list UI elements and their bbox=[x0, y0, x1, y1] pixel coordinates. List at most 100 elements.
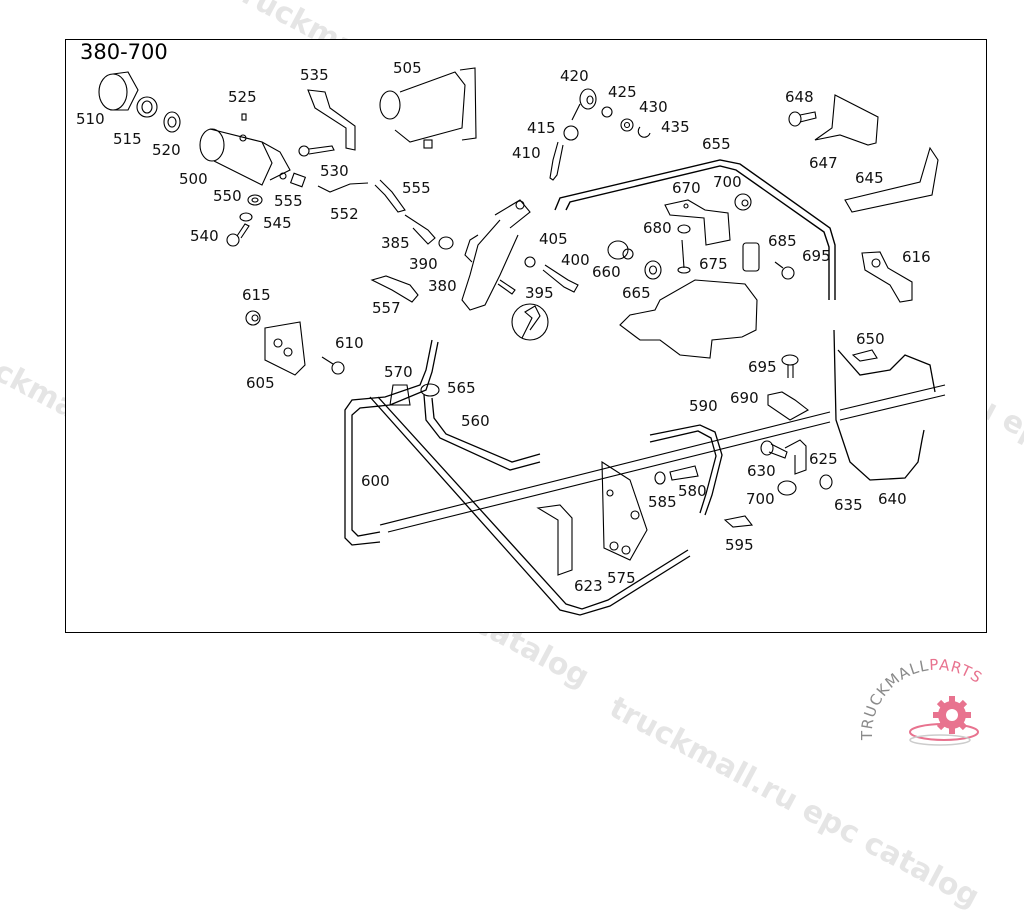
callout-405[interactable]: 405 bbox=[539, 230, 568, 248]
callout-616[interactable]: 616 bbox=[902, 248, 931, 266]
callout-648[interactable]: 648 bbox=[785, 88, 814, 106]
callout-390[interactable]: 390 bbox=[409, 255, 438, 273]
callout-685[interactable]: 685 bbox=[768, 232, 797, 250]
part-655-pipe bbox=[554, 159, 836, 300]
part-425-washer bbox=[601, 106, 613, 118]
callout-525[interactable]: 525 bbox=[228, 88, 257, 106]
part-665-seal bbox=[644, 260, 662, 280]
part-535-bracket bbox=[307, 89, 356, 151]
part-400-bolt bbox=[542, 264, 579, 293]
callout-545[interactable]: 545 bbox=[263, 214, 292, 232]
callout-585[interactable]: 585 bbox=[648, 493, 677, 511]
callout-600[interactable]: 600 bbox=[361, 472, 390, 490]
callout-552[interactable]: 552 bbox=[330, 205, 359, 223]
part-690-clip bbox=[767, 391, 809, 421]
callout-435[interactable]: 435 bbox=[661, 118, 690, 136]
callout-515[interactable]: 515 bbox=[113, 130, 142, 148]
callout-555-right[interactable]: 555 bbox=[402, 179, 431, 197]
callout-570[interactable]: 570 bbox=[384, 363, 413, 381]
part-420-banjo bbox=[571, 88, 597, 121]
part-670-bracket bbox=[664, 199, 731, 246]
callout-430[interactable]: 430 bbox=[639, 98, 668, 116]
callout-647[interactable]: 647 bbox=[809, 154, 838, 172]
callout-605[interactable]: 605 bbox=[246, 374, 275, 392]
callout-535[interactable]: 535 bbox=[300, 66, 329, 84]
diagram-id: 380-700 bbox=[80, 40, 168, 64]
callout-420[interactable]: 420 bbox=[560, 67, 589, 85]
callout-625[interactable]: 625 bbox=[809, 450, 838, 468]
svg-text:TRUCKMALLPARTS: TRUCKMALLPARTS bbox=[858, 656, 986, 741]
part-430-washer bbox=[620, 118, 634, 132]
part-515-seal bbox=[136, 96, 158, 118]
callout-695-upper[interactable]: 695 bbox=[802, 247, 831, 265]
callout-630[interactable]: 630 bbox=[747, 462, 776, 480]
callout-665[interactable]: 665 bbox=[622, 284, 651, 302]
callout-530[interactable]: 530 bbox=[320, 162, 349, 180]
callout-695-lower[interactable]: 695 bbox=[748, 358, 777, 376]
callout-505[interactable]: 505 bbox=[393, 59, 422, 77]
logo-text: TRUCKMALLPARTS bbox=[858, 656, 985, 741]
callout-690[interactable]: 690 bbox=[730, 389, 759, 407]
callout-550[interactable]: 550 bbox=[213, 187, 242, 205]
part-500-cylinder bbox=[199, 128, 291, 186]
frame-rail bbox=[379, 411, 831, 533]
callout-700-upper[interactable]: 700 bbox=[713, 173, 742, 191]
callout-415[interactable]: 415 bbox=[527, 119, 556, 137]
callout-565[interactable]: 565 bbox=[447, 379, 476, 397]
parts-drawing bbox=[98, 67, 946, 616]
callout-595[interactable]: 595 bbox=[725, 536, 754, 554]
callout-560[interactable]: 560 bbox=[461, 412, 490, 430]
callout-680[interactable]: 680 bbox=[643, 219, 672, 237]
callout-410[interactable]: 410 bbox=[512, 144, 541, 162]
callout-590[interactable]: 590 bbox=[689, 397, 718, 415]
callout-425[interactable]: 425 bbox=[608, 83, 637, 101]
callout-580[interactable]: 580 bbox=[678, 482, 707, 500]
callout-650[interactable]: 650 bbox=[856, 330, 885, 348]
callout-555-left[interactable]: 555 bbox=[274, 192, 303, 210]
part-560-pipe bbox=[423, 394, 541, 471]
callout-540[interactable]: 540 bbox=[190, 227, 219, 245]
part-530-screw bbox=[298, 145, 335, 157]
part-610-screw bbox=[321, 356, 345, 375]
part-555-coupling bbox=[279, 172, 307, 188]
part-557-bleeder bbox=[370, 275, 419, 303]
callout-615[interactable]: 615 bbox=[242, 286, 271, 304]
callout-557[interactable]: 557 bbox=[372, 299, 401, 317]
callout-510[interactable]: 510 bbox=[76, 110, 105, 128]
part-415-nut bbox=[563, 125, 579, 141]
part-510-boot bbox=[98, 71, 139, 111]
part-380-slave-cylinder bbox=[461, 199, 531, 311]
callout-395[interactable]: 395 bbox=[525, 284, 554, 302]
part-585-washer bbox=[654, 471, 666, 485]
callout-675[interactable]: 675 bbox=[699, 255, 728, 273]
part-640-pipe-end bbox=[837, 349, 936, 393]
part-590-hose bbox=[649, 424, 723, 516]
part-685-clip bbox=[742, 242, 760, 272]
callout-645[interactable]: 645 bbox=[855, 169, 884, 187]
callout-640[interactable]: 640 bbox=[878, 490, 907, 508]
callout-500[interactable]: 500 bbox=[179, 170, 208, 188]
callout-635[interactable]: 635 bbox=[834, 496, 863, 514]
part-630-bolt bbox=[760, 440, 788, 459]
callout-623[interactable]: 623 bbox=[574, 577, 603, 595]
part-615-nut bbox=[245, 310, 261, 326]
part-695-screw-lower bbox=[781, 354, 799, 378]
part-552-pipe bbox=[317, 182, 369, 193]
part-700-nut-lower bbox=[777, 480, 797, 496]
part-505-reservoir bbox=[379, 67, 477, 149]
callout-610[interactable]: 610 bbox=[335, 334, 364, 352]
part-675-screw bbox=[677, 239, 691, 274]
callout-660[interactable]: 660 bbox=[592, 263, 621, 281]
part-575-plate bbox=[601, 460, 648, 561]
callout-380[interactable]: 380 bbox=[428, 277, 457, 295]
callout-655[interactable]: 655 bbox=[702, 135, 731, 153]
part-635-nut bbox=[819, 474, 833, 490]
callout-700-lower[interactable]: 700 bbox=[746, 490, 775, 508]
part-650-clip bbox=[851, 349, 878, 362]
callout-385[interactable]: 385 bbox=[381, 234, 410, 252]
callout-520[interactable]: 520 bbox=[152, 141, 181, 159]
callout-400[interactable]: 400 bbox=[561, 251, 590, 269]
callout-575[interactable]: 575 bbox=[607, 569, 636, 587]
logo-text-main: TRUCKMALL bbox=[858, 656, 931, 741]
callout-670[interactable]: 670 bbox=[672, 179, 701, 197]
